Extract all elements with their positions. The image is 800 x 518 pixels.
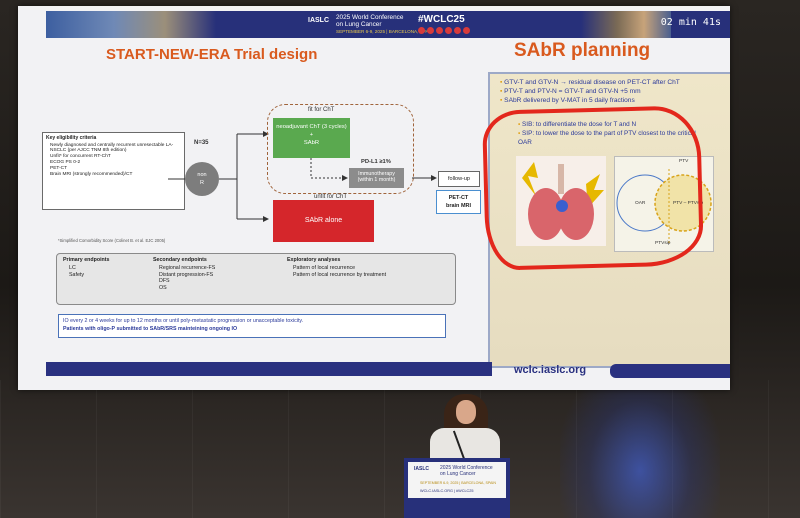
neoadjuvant-box: neoadjuvant ChT (3 cycles) + SAbR xyxy=(273,118,350,158)
footnote: *Simplified Comorbidity Score (Colinet B… xyxy=(58,238,166,243)
eligibility-item: PET-CT xyxy=(50,166,68,171)
social-icon xyxy=(427,27,434,34)
fit-arm-label: fit for ChT xyxy=(308,107,335,113)
randomization-letter: R xyxy=(200,180,204,186)
flow-arrows xyxy=(168,131,437,222)
exploratory-item: Pattern of local recurrence by treatment xyxy=(293,271,387,278)
banner-date: SEPTEMBER 6-9, 2025 | BARCELONA, SPAIN xyxy=(336,29,434,34)
podium-logo: IASLC xyxy=(414,466,429,472)
banner-hashtag: #WCLC25 xyxy=(418,14,465,25)
banner-conference-line1: 2025 World Conference xyxy=(336,14,404,21)
dose-diagram: PTV OAR PTV – PTVsip PTVsip xyxy=(614,156,714,252)
neoadjuvant-plus: + xyxy=(309,132,314,138)
immunotherapy-timing: (within 1 month) xyxy=(357,177,396,183)
planning-item: GTV-T and GTV-N → residual disease on PE… xyxy=(500,78,680,87)
fit-arm-outline xyxy=(267,104,414,194)
social-icon xyxy=(445,27,452,34)
immunotherapy-box: Immunotherapy (within 1 month) xyxy=(349,168,404,188)
social-icon xyxy=(436,27,443,34)
footer-bar-right xyxy=(610,364,730,378)
ptv-oar-diagram xyxy=(616,169,712,243)
endpoint-item: Regional recurrence-FS xyxy=(159,265,216,271)
website-url: wclc.iaslc.org xyxy=(514,364,587,376)
social-icon xyxy=(418,27,425,34)
lungs-icon xyxy=(522,162,604,240)
projection-screen: IASLC 2025 World Conference on Lung Canc… xyxy=(18,6,730,390)
io-note: IO every 2 or 4 weeks for up to 12 month… xyxy=(63,318,304,324)
neoadjuvant-line: neoadjuvant ChT (3 cycles) xyxy=(276,124,347,130)
sample-size: N=35 xyxy=(194,140,209,146)
planning-item: PTV-T and PTV-N = GTV-T and GTV-N +5 mm xyxy=(500,87,680,96)
social-icon xyxy=(463,27,470,34)
ptvsip-label: PTVsip xyxy=(655,241,671,246)
followup-box: follow-up xyxy=(438,171,480,187)
footer-bar xyxy=(46,362,492,376)
immunotherapy-label: Immunotherapy xyxy=(358,171,395,177)
eligibility-item: Brain MRI (strongly recommended)/CT xyxy=(50,172,133,177)
ptv-minus-sip-label: PTV – PTVsip xyxy=(673,201,704,206)
endpoint-item: OS xyxy=(159,284,167,291)
unfit-arm-label: unfit for ChT xyxy=(314,194,348,200)
sip-item: SIP: to lower the dose to the part of PT… xyxy=(518,129,698,147)
oar-label: OAR xyxy=(635,201,646,206)
eligibility-item: Newly diagnosed and centrally recurrent … xyxy=(50,143,174,153)
randomization-label: non xyxy=(197,172,207,178)
podium-conference-line1: 2025 World Conference xyxy=(440,465,493,471)
eligibility-heading: Key eligibility criteria xyxy=(46,135,97,141)
primary-endpoints-heading: Primary endpoints xyxy=(63,257,110,263)
exploratory-analyses: Exploratory analyses Pattern of local re… xyxy=(287,257,386,278)
podium-hashtag: WCLC.IASLC.ORG | #WCLC25 xyxy=(420,489,474,493)
social-icons xyxy=(418,27,470,34)
planning-list: GTV-T and GTV-N → residual disease on PE… xyxy=(500,78,680,106)
pdl1-label: PD-L1 ≥1% xyxy=(361,159,391,165)
podium-sign xyxy=(408,462,506,498)
neoadjuvant-sabr: SAbR xyxy=(303,140,320,146)
speaker-face xyxy=(456,400,476,424)
endpoint-item: Safety xyxy=(69,271,85,278)
primary-endpoints: Primary endpoints LC Safety xyxy=(63,257,110,278)
lungs-illustration xyxy=(516,156,606,246)
eligibility-item: ECOG PS 0-2 xyxy=(50,160,81,165)
endpoint-item: LC xyxy=(69,265,76,271)
endpoints-box: Primary endpoints LC Safety Secondary en… xyxy=(56,253,456,305)
podium-conference-line2: on Lung Cancer xyxy=(440,471,476,477)
slide-title: START-NEW-ERA Trial design xyxy=(106,46,318,63)
countdown-timer: 02 min 41s xyxy=(660,17,721,28)
banner-photo-right xyxy=(581,11,671,38)
conference-banner: IASLC 2025 World Conference on Lung Canc… xyxy=(46,11,730,38)
secondary-endpoints: Secondary endpoints Regional recurrence-… xyxy=(153,257,215,291)
petct-box: PET-CT brain MRI xyxy=(436,190,481,214)
eligibility-box: Key eligibility criteria Newly diagnosed… xyxy=(42,132,185,210)
social-icon xyxy=(454,27,461,34)
planning-item: SAbR delivered by V-MAT in 5 daily fract… xyxy=(500,96,680,105)
sib-sip-list: SIB: to differentiate the dose for T and… xyxy=(518,120,698,147)
sabr-planning-title: SAbR planning xyxy=(514,40,651,61)
exploratory-heading: Exploratory analyses xyxy=(287,257,341,263)
banner-conference-line2: on Lung Cancer xyxy=(336,21,382,28)
petct-line: PET-CT xyxy=(448,195,469,201)
banner-photo-left xyxy=(46,11,216,38)
highlight-circle xyxy=(481,105,705,271)
sabr-planning-panel: GTV-T and GTV-N → residual disease on PE… xyxy=(488,72,730,368)
sib-item: SIB: to differentiate the dose for T and… xyxy=(518,120,698,129)
podium-conference: 2025 World Conference on Lung Cancer xyxy=(440,465,493,477)
endpoint-item: Distant progression-FS xyxy=(159,271,214,278)
eligibility-item: Unfit* for concurrent RT-ChT xyxy=(50,154,111,159)
banner-conference: 2025 World Conference on Lung Cancer xyxy=(336,14,403,28)
brain-mri-line: brain MRI xyxy=(445,203,472,209)
sabr-alone-box: SAbR alone xyxy=(273,200,374,242)
banner-logo: IASLC xyxy=(308,17,329,24)
secondary-endpoints-heading: Secondary endpoints xyxy=(153,257,207,263)
io-notes-box: IO every 2 or 4 weeks for up to 12 month… xyxy=(58,314,446,338)
io-note: Patients with oligo-P submitted to SAbR/… xyxy=(63,326,238,332)
endpoint-item: DFS xyxy=(159,278,170,284)
randomization-circle: non R xyxy=(185,162,219,196)
exploratory-item: Pattern of local recurrence xyxy=(293,265,356,271)
podium-date: SEPTEMBER 6-9, 2025 | BARCELONA, SPAIN xyxy=(420,481,496,485)
ptv-label: PTV xyxy=(679,159,689,164)
